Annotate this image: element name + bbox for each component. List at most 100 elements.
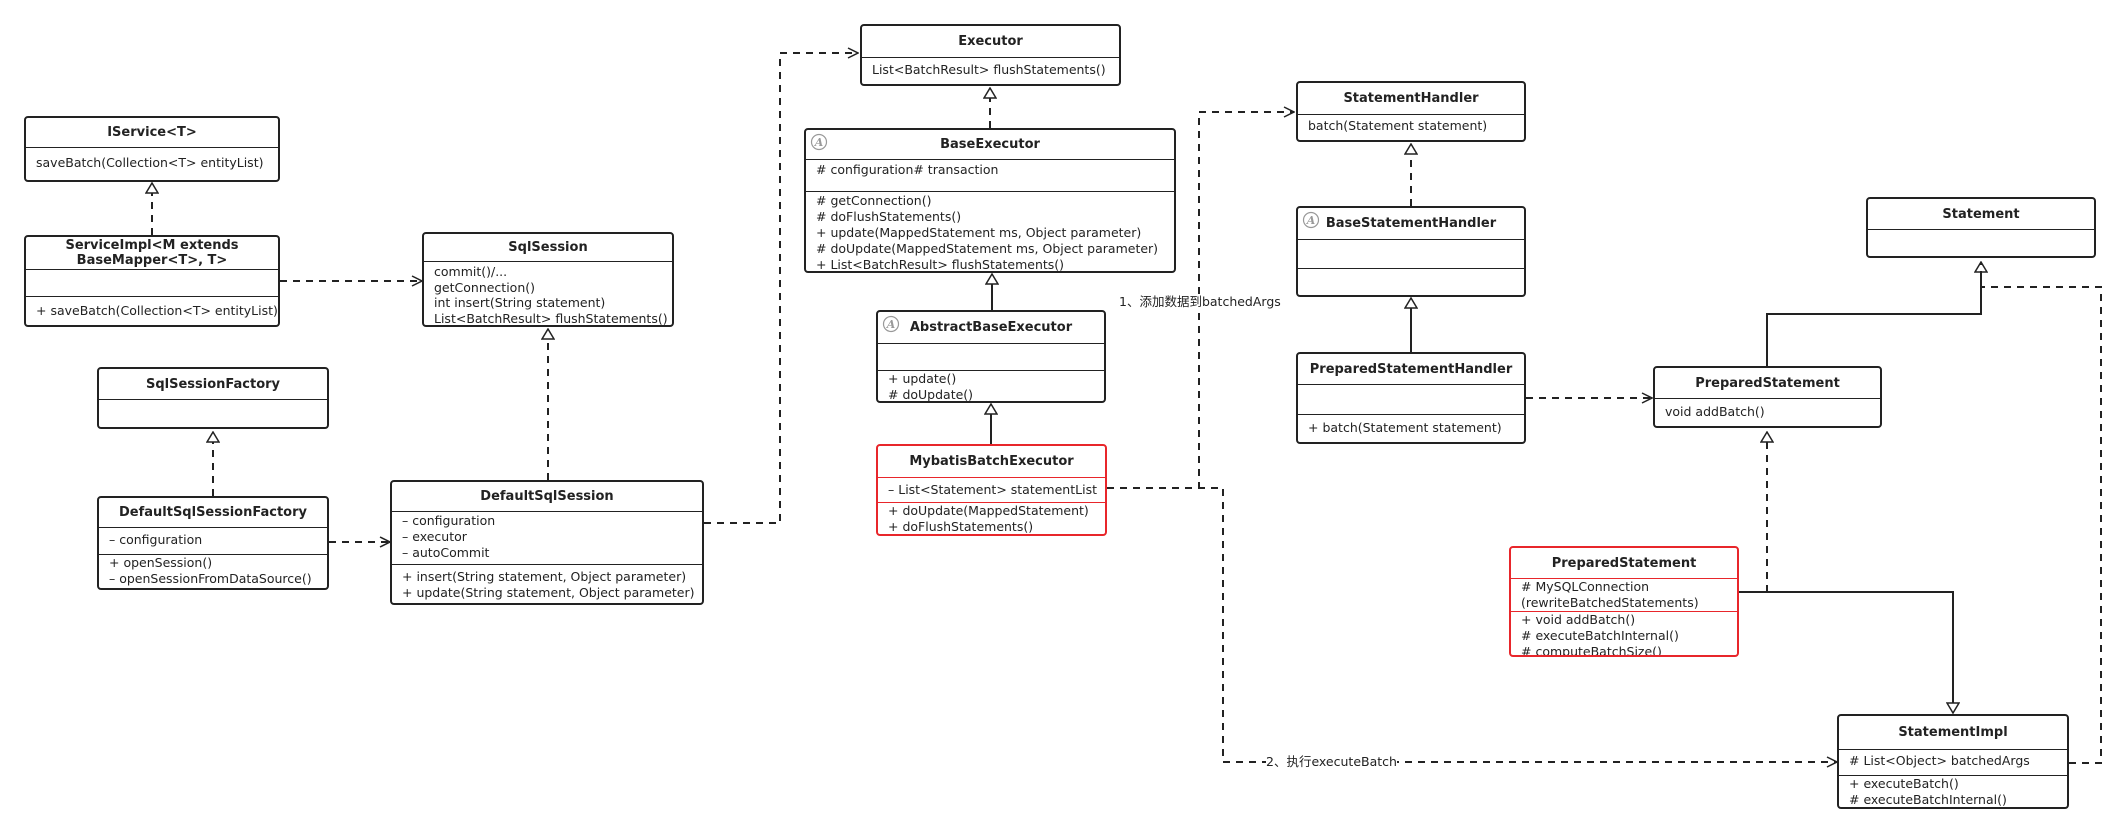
- class-name: DefaultSqlSessionFactory: [99, 498, 327, 528]
- class-statement: Statement: [1866, 197, 2096, 258]
- methods-section: + openSession() – openSessionFromDataSou…: [99, 555, 327, 588]
- methods-section: + insert(String statement, Object parame…: [392, 565, 702, 603]
- class-preparedstatement-interface: PreparedStatement void addBatch(): [1653, 366, 1882, 428]
- edge-ps-statement: [1766, 262, 1981, 366]
- class-preparedstatementhandler: PreparedStatementHandler + batch(Stateme…: [1296, 352, 1526, 444]
- methods-section: batch(Statement statement): [1298, 115, 1524, 140]
- method: + update(String statement, Object parame…: [402, 585, 695, 600]
- method: # doUpdate(): [888, 387, 974, 401]
- edge-label-add-data: 1、添加数据到batchedArgs: [1119, 294, 1281, 310]
- class-name: PreparedStatementHandler: [1298, 354, 1524, 385]
- class-defaultsqlsessionfactory: DefaultSqlSessionFactory – configuration…: [97, 496, 329, 590]
- field: – executor: [402, 529, 467, 544]
- field: # List<Object> batchedArgs: [1849, 753, 2030, 768]
- class-name-text: BaseStatementHandler: [1325, 216, 1497, 231]
- svg-text:A: A: [1306, 214, 1316, 227]
- abstract-icon: A: [882, 315, 900, 333]
- class-preparedstatement-impl: PreparedStatement # MySQLConnection (rew…: [1509, 546, 1739, 657]
- methods-section: + void addBatch() # executeBatchInternal…: [1511, 612, 1737, 655]
- field: (rewriteBatchedStatements): [1521, 594, 1699, 610]
- svg-text:A: A: [814, 136, 824, 149]
- method: void addBatch(): [1665, 404, 1765, 419]
- methods-section: [1298, 269, 1524, 295]
- fields-section: # configuration# transaction: [806, 160, 1174, 192]
- method: + update(MappedStatement ms, Object para…: [816, 225, 1142, 240]
- method: getConnection(): [434, 279, 536, 295]
- class-baseexecutor: A BaseExecutor # configuration# transact…: [804, 128, 1176, 273]
- methods-section: saveBatch(Collection<T> entityList): [26, 148, 278, 180]
- methods-section: # getConnection() # doFlushStatements() …: [806, 192, 1174, 272]
- class-name: PreparedStatement: [1655, 368, 1880, 399]
- method: + doUpdate(MappedStatement): [888, 503, 1089, 518]
- methods-section: [1868, 230, 2094, 256]
- edge-mbe-stmtimpl: [1107, 487, 1837, 762]
- fields-section: [26, 270, 278, 297]
- class-statementhandler: StatementHandler batch(Statement stateme…: [1296, 81, 1526, 142]
- method: + openSession(): [109, 555, 213, 570]
- field: – List<Statement> statementList: [888, 482, 1097, 497]
- svg-text:A: A: [886, 318, 896, 331]
- methods-section: + update() # doUpdate(): [878, 371, 1104, 401]
- class-name: Statement: [1868, 199, 2094, 230]
- method: + insert(String statement, Object parame…: [402, 569, 687, 584]
- class-name: A AbstractBaseExecutor: [878, 312, 1104, 344]
- field: – configuration: [109, 532, 203, 547]
- class-abstractbaseexecutor: A AbstractBaseExecutor + update() # doUp…: [876, 310, 1106, 403]
- class-sqlsessionfactory: SqlSessionFactory: [97, 367, 329, 429]
- class-name: SqlSession: [424, 234, 672, 262]
- class-mybatisbatchexecutor: MybatisBatchExecutor – List<Statement> s…: [876, 444, 1107, 536]
- method: # doFlushStatements(): [816, 209, 962, 224]
- method: + doFlushStatements(): [888, 519, 1034, 534]
- method: + update(): [888, 371, 957, 386]
- abstract-icon: A: [1302, 211, 1320, 229]
- class-sqlsession: SqlSession commit()/... getConnection() …: [422, 232, 674, 327]
- fields-section: [1298, 240, 1524, 269]
- method: + void addBatch(): [1521, 612, 1636, 627]
- class-iservice: IService<T> saveBatch(Collection<T> enti…: [24, 116, 280, 182]
- methods-section: + doUpdate(MappedStatement) + doFlushSta…: [878, 503, 1105, 534]
- method: # executeBatchInternal(): [1849, 792, 2007, 807]
- abstract-icon: A: [810, 133, 828, 151]
- methods-section: + executeBatch() # executeBatchInternal(…: [1839, 776, 2067, 807]
- class-name: A BaseExecutor: [806, 130, 1174, 160]
- class-name: Executor: [862, 26, 1119, 58]
- edge-dss-executor: [704, 53, 858, 524]
- method: # executeBatchInternal(): [1521, 628, 1679, 643]
- class-name: IService<T>: [26, 118, 278, 148]
- methods-section: commit()/... getConnection() int insert(…: [424, 262, 672, 325]
- methods-section: + batch(Statement statement): [1298, 415, 1524, 442]
- method: # computeBatchSize(): [1521, 644, 1662, 655]
- class-name-text: BaseExecutor: [940, 137, 1040, 152]
- methods-section: void addBatch(): [1655, 399, 1880, 426]
- method: + List<BatchResult> flushStatements(): [816, 257, 1065, 272]
- fields-section: – List<Statement> statementList: [878, 478, 1105, 503]
- method: + executeBatch(): [1849, 776, 1959, 791]
- field: # configuration# transaction: [816, 162, 999, 177]
- class-name: SqlSessionFactory: [99, 369, 327, 400]
- method: batch(Statement statement): [1308, 118, 1488, 133]
- methods-section: + saveBatch(Collection<T> entityList): [26, 297, 278, 325]
- fields-section: – configuration – executor – autoCommit: [392, 512, 702, 565]
- field: – configuration: [402, 513, 496, 528]
- class-statementimpl: StatementImpl # List<Object> batchedArgs…: [1837, 714, 2069, 809]
- method: # getConnection(): [816, 193, 932, 208]
- edge-label-execute-batch: 2、执行executeBatch: [1266, 754, 1397, 770]
- method: List<BatchResult> flushStatements(): [872, 62, 1106, 77]
- class-basestatementhandler: A BaseStatementHandler: [1296, 206, 1526, 297]
- fields-section: # MySQLConnection (rewriteBatchedStateme…: [1511, 579, 1737, 612]
- class-name: StatementImpl: [1839, 716, 2067, 750]
- class-name: PreparedStatement: [1511, 548, 1737, 579]
- method: + batch(Statement statement): [1308, 420, 1502, 435]
- class-name: A BaseStatementHandler: [1298, 208, 1524, 240]
- method: saveBatch(Collection<T> entityList): [36, 155, 264, 170]
- fields-section: [1298, 385, 1524, 415]
- class-executor: Executor List<BatchResult> flushStatemen…: [860, 24, 1121, 86]
- method: + saveBatch(Collection<T> entityList): [36, 303, 278, 318]
- methods-section: [99, 400, 327, 427]
- fields-section: [878, 344, 1104, 371]
- class-defaultsqlsession: DefaultSqlSession – configuration – exec…: [390, 480, 704, 605]
- class-name: ServiceImpl<M extends BaseMapper<T>, T>: [26, 237, 278, 270]
- class-serviceimpl: ServiceImpl<M extends BaseMapper<T>, T> …: [24, 235, 280, 327]
- field: – autoCommit: [402, 545, 490, 560]
